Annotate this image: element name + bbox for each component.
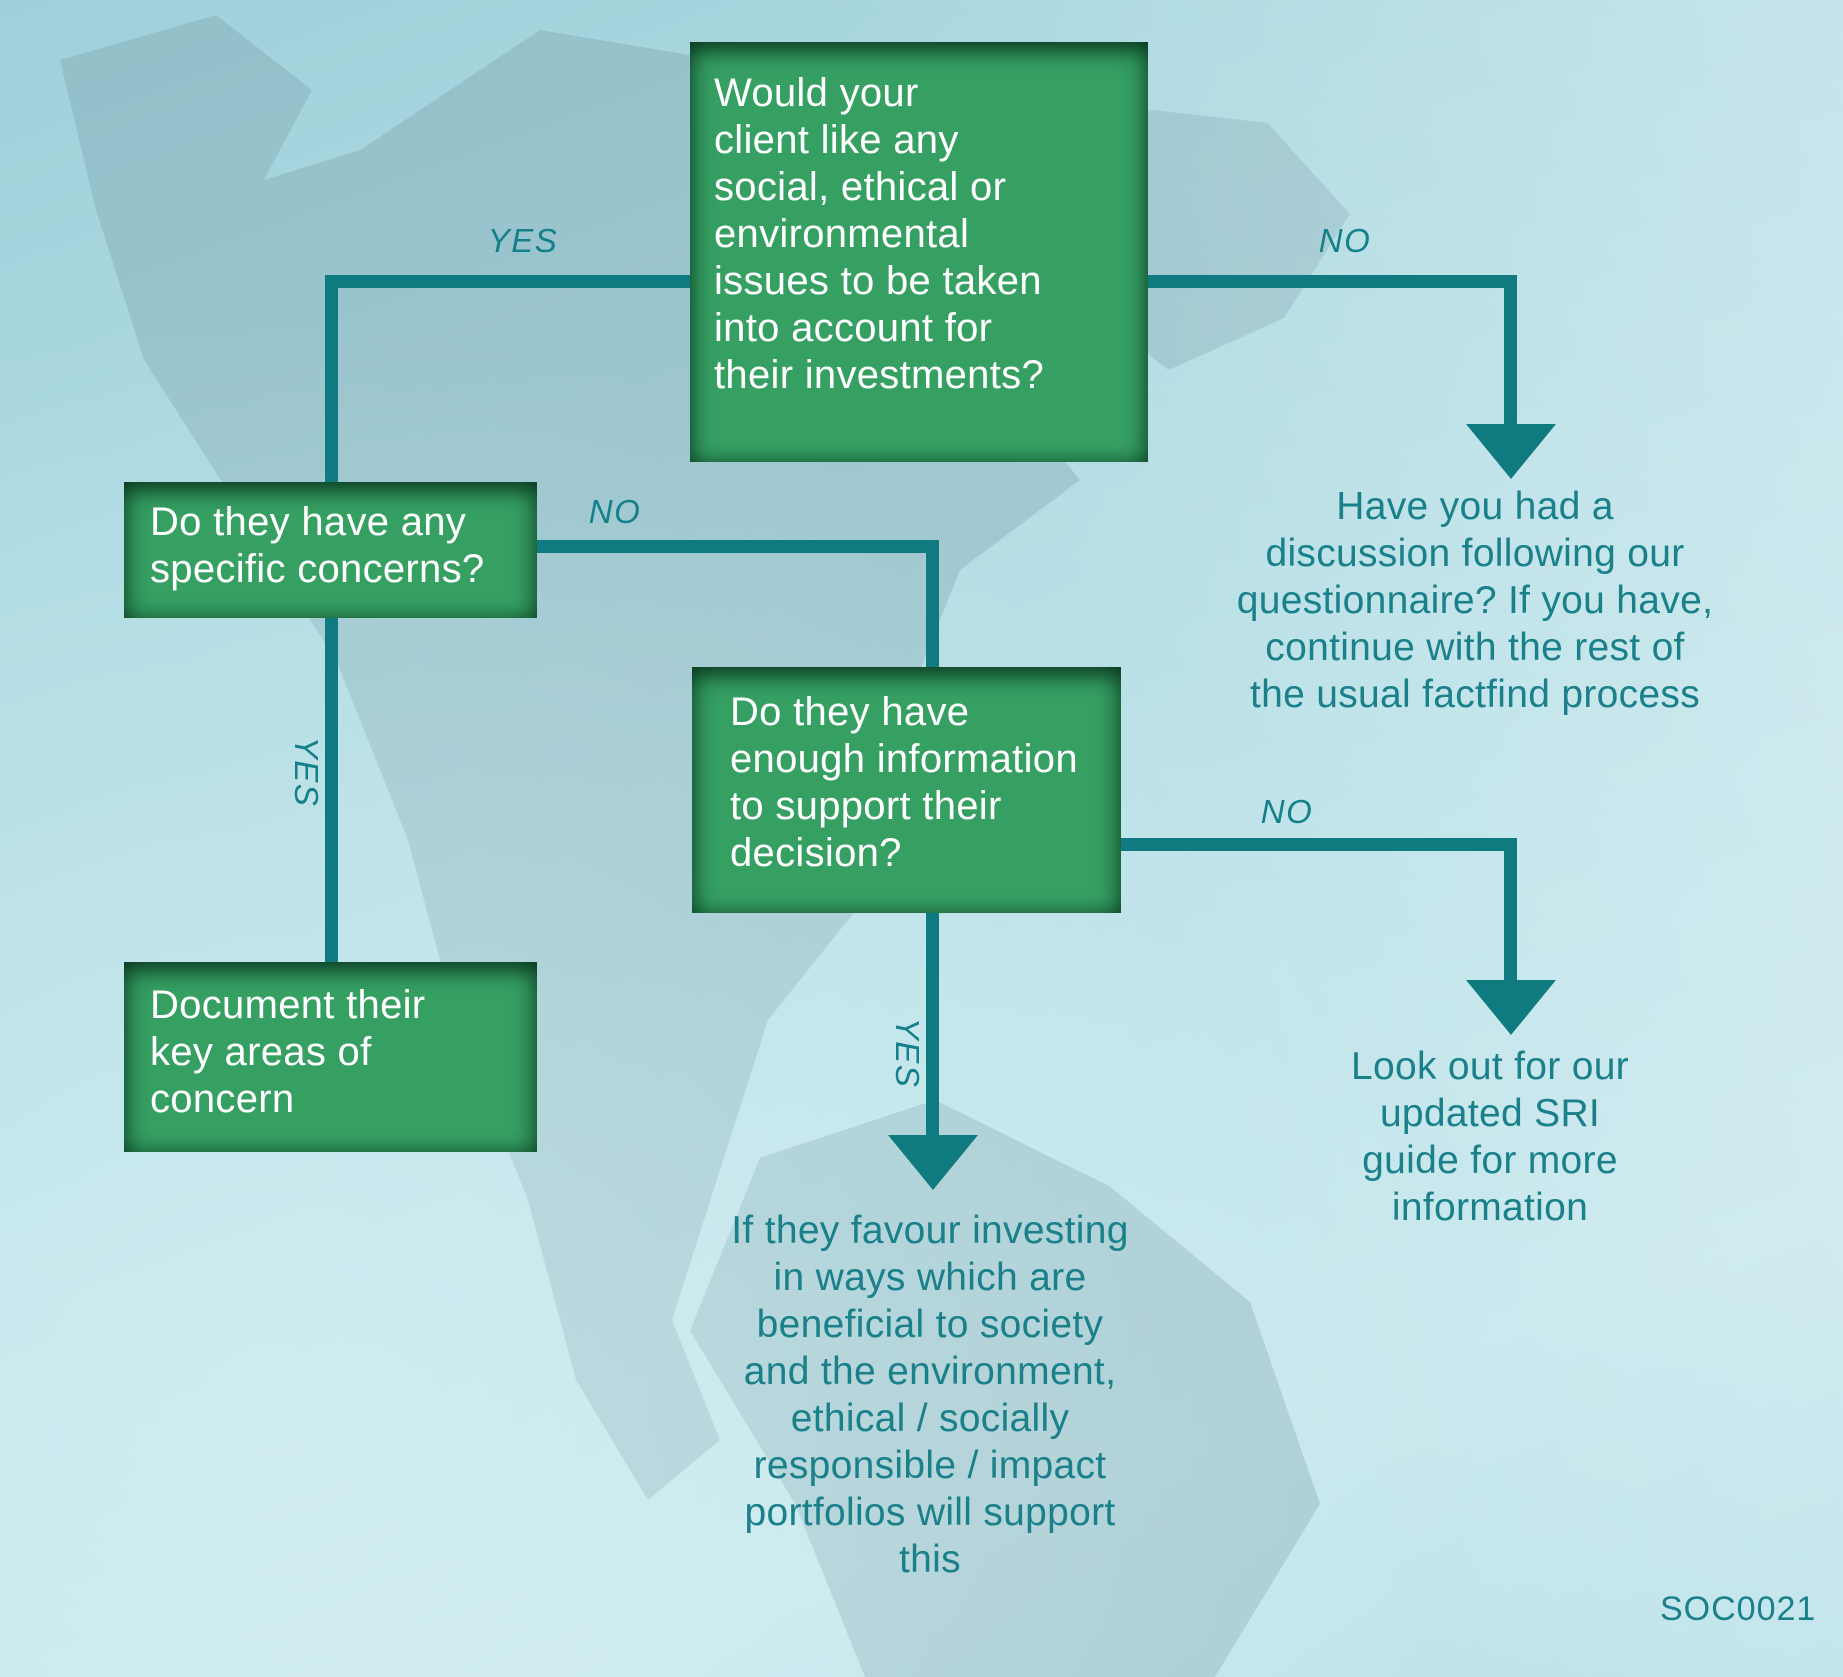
decision-box-enough-information: Do they have enough information to suppo… [692,667,1121,913]
decision-box-specific-concerns: Do they have any specific concerns? [124,482,537,618]
arrowhead-yes-center [888,1135,978,1190]
connector-no-right-horizontal [1121,838,1517,851]
outcome-text-sri-guide: Look out for our updated SRI guide for m… [1351,1045,1629,1229]
branch-label-yes-left: YES [288,736,325,808]
arrowhead-no-top [1466,424,1556,479]
arrowhead-no-right [1466,980,1556,1035]
connector-yes-center-vertical [926,913,939,1137]
connector-yes-left-vertical [325,618,338,964]
branch-label-no-top: NO [1318,222,1372,259]
connector-yes-top-horizontal [325,275,690,288]
outcome-text-portfolios-support: If they favour investing in ways which a… [731,1209,1129,1581]
decision-box-client-esg-interest: Would your client like any social, ethic… [690,42,1148,462]
document-code: SOC0021 [1660,1590,1817,1628]
connector-no-right-vertical [1504,838,1517,983]
connector-yes-top-vertical [325,275,338,485]
branch-label-yes-top: YES [487,222,559,259]
outcome-text-questionnaire-discussion: Have you had a discussion following our … [1236,485,1714,716]
action-box-document-concerns: Document their key areas of concern [124,962,537,1152]
branch-label-no-mid: NO [588,493,642,530]
connector-no-mid-vertical [926,540,939,670]
branch-label-no-right: NO [1260,793,1314,830]
connector-no-top-horizontal [1148,275,1517,288]
connector-no-mid-horizontal [537,540,939,553]
branch-label-yes-center: YES [889,1017,926,1089]
connector-no-top-vertical [1504,275,1517,427]
